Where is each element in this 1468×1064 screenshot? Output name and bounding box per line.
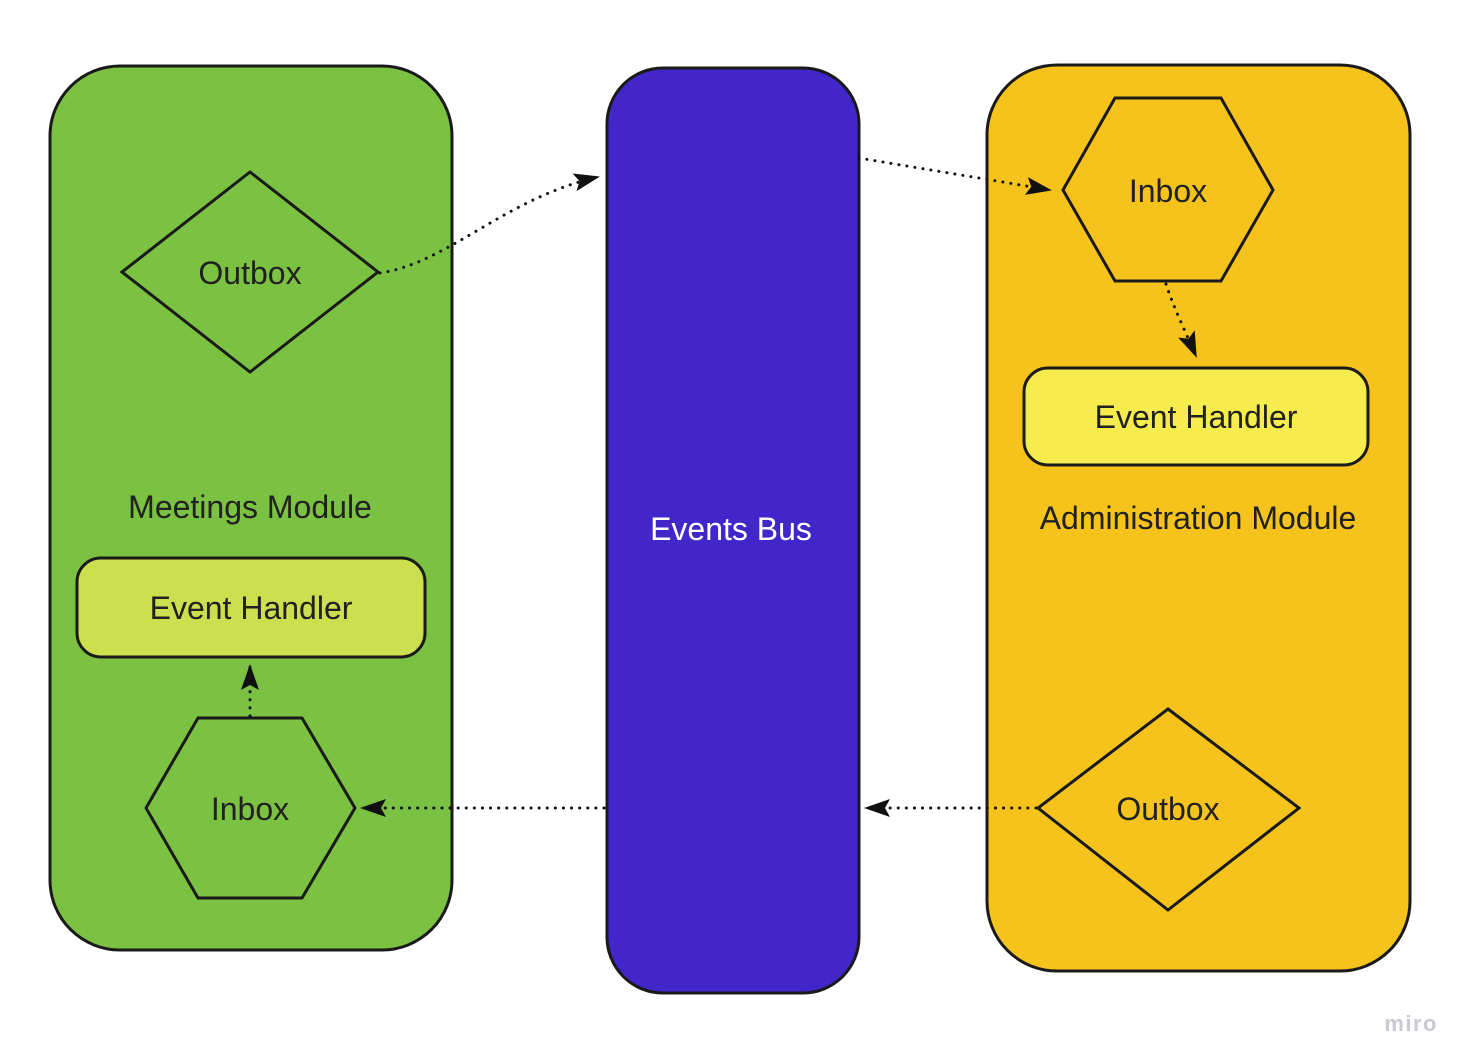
administration-module-title: Administration Module <box>1040 500 1357 536</box>
events-bus-title: Events Bus <box>650 511 812 547</box>
admin-inbox-label: Inbox <box>1129 173 1207 209</box>
meetings-event-handler-label: Event Handler <box>150 590 353 626</box>
meetings-outbox-diamond[interactable] <box>119 170 381 374</box>
meetings-inbox-hexagon[interactable] <box>144 716 357 900</box>
meetings-inbox-label: Inbox <box>211 791 289 827</box>
connector-meetings-outbox-to-bus[interactable] <box>378 173 600 275</box>
admin-inbox-hexagon[interactable] <box>1061 96 1275 283</box>
events-bus-container[interactable] <box>605 66 861 995</box>
administration-module-container[interactable] <box>985 63 1412 973</box>
meetings-outbox-label: Outbox <box>198 255 301 291</box>
admin-event-handler-box[interactable] <box>1022 366 1370 467</box>
connector-admin-inbox-to-handler[interactable] <box>1164 282 1198 358</box>
miro-watermark: miro <box>1384 1011 1438 1036</box>
connector-bus-to-admin-inbox[interactable] <box>857 156 1052 195</box>
admin-event-handler-label: Event Handler <box>1095 399 1298 435</box>
meetings-module-title: Meetings Module <box>128 489 372 525</box>
admin-outbox-diamond[interactable] <box>1035 707 1302 912</box>
admin-outbox-label: Outbox <box>1116 791 1219 827</box>
meetings-event-handler-box[interactable] <box>75 556 427 659</box>
